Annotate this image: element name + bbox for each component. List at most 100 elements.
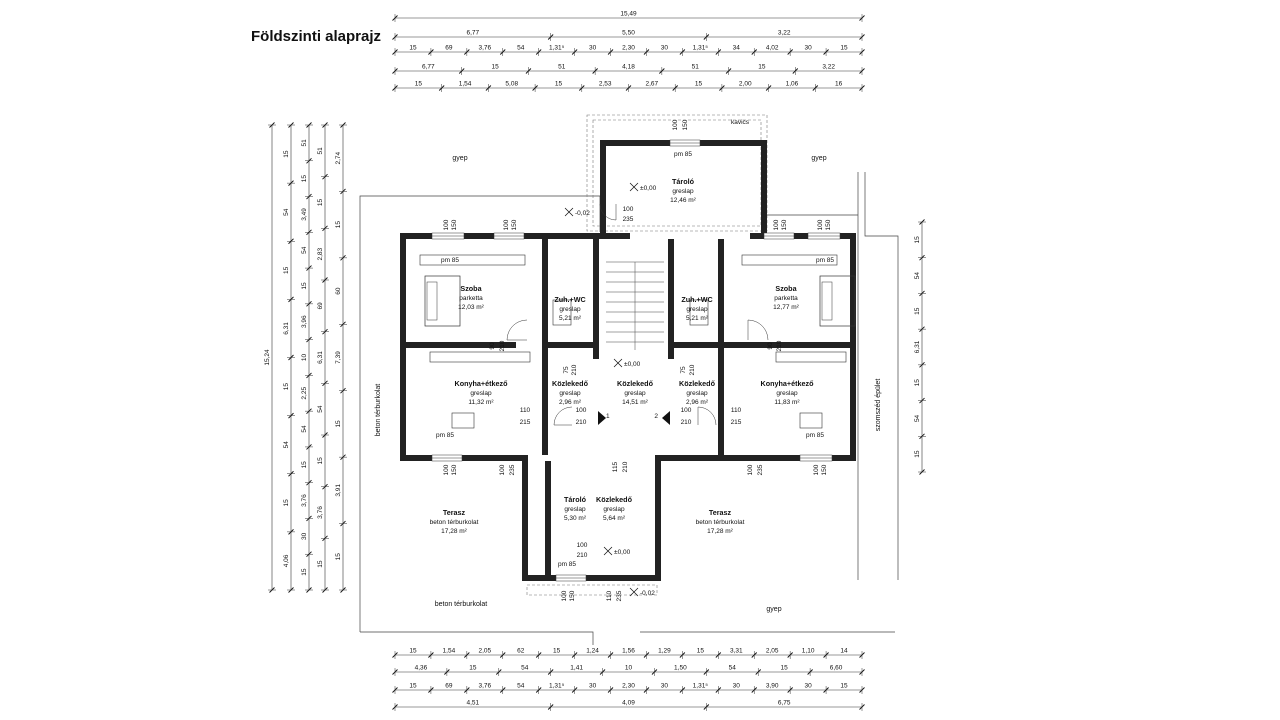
- room-area: 11,32 m²: [468, 399, 494, 406]
- dining-table: [451, 412, 475, 429]
- room-finish: greslap: [603, 506, 625, 513]
- dim-value: 15: [840, 683, 848, 690]
- dim-value: 51: [301, 139, 308, 147]
- room-area: 12,03 m²: [458, 304, 484, 311]
- site-label: gyep: [811, 155, 826, 162]
- room-finish: greslap: [672, 188, 694, 195]
- dim-value: 15: [301, 175, 308, 183]
- dim-value: 54: [317, 405, 324, 413]
- opening-dimension: 100: [443, 464, 450, 475]
- opening-dimension: 210: [499, 340, 506, 351]
- wall: [668, 239, 674, 359]
- dim-value: 30: [804, 683, 812, 690]
- opening-dimension: 235: [616, 590, 623, 601]
- dim-value: 15: [409, 45, 417, 52]
- dim-value: 2,00: [739, 81, 752, 88]
- opening-dimension: 100: [561, 590, 568, 601]
- dim-value: 6,77: [467, 30, 480, 37]
- dim-value: 3,76: [478, 45, 491, 52]
- opening-dimension: 75: [680, 366, 687, 374]
- parapet-height: pm 85: [816, 257, 834, 264]
- dim-value: 15: [283, 383, 290, 391]
- dim-value: 15: [914, 307, 921, 315]
- dim-value: 5,08: [505, 81, 518, 88]
- dim-value: 14: [840, 648, 848, 655]
- dining-table: [799, 412, 823, 429]
- opening-dimension: 215: [731, 419, 742, 426]
- level-marker: [613, 358, 623, 368]
- dim-value: 15: [840, 45, 848, 52]
- dim-value: 15: [335, 553, 342, 561]
- opening-dimension: 150: [451, 464, 458, 475]
- dim-value: 15: [317, 199, 324, 207]
- opening-dimension: 100: [773, 219, 780, 230]
- dim-value: 4,36: [415, 665, 428, 672]
- dim-value: 15: [914, 379, 921, 387]
- dim-value: 1,50: [674, 665, 687, 672]
- dim-value: 30: [733, 683, 741, 690]
- dim-value: 30: [804, 45, 812, 52]
- dim-value: 15: [553, 648, 561, 655]
- dim-value: 30: [589, 683, 597, 690]
- opening-dimension: 100: [577, 542, 588, 549]
- dim-value: 6,31: [317, 351, 324, 364]
- opening-dimension: 235: [509, 464, 516, 475]
- dim-value: 15: [758, 64, 766, 71]
- dim-value: 4,51: [467, 700, 480, 707]
- room-name: Szoba: [775, 284, 797, 293]
- dim-value: 6,75: [778, 700, 791, 707]
- opening-dimension: 90: [767, 342, 774, 350]
- opening-dimension: 100: [499, 464, 506, 475]
- opening-dimension: 210: [776, 340, 783, 351]
- dim-value: 69: [445, 45, 453, 52]
- dim-value: 2,53: [599, 81, 612, 88]
- kitchen-counter: [775, 351, 847, 363]
- staircase: [606, 261, 664, 350]
- room-finish: greslap: [564, 506, 586, 513]
- opening-dimension: 100: [623, 206, 634, 213]
- dim-value: 15,24: [264, 349, 271, 366]
- dim-value: 1,31⁵: [693, 45, 709, 52]
- neighbour-building: [864, 172, 899, 580]
- parapet-height: pm 85: [674, 151, 692, 158]
- dim-value: 10: [301, 354, 308, 362]
- door-swing: [506, 319, 528, 341]
- opening-dimension: 210: [576, 419, 587, 426]
- dim-value: 15: [695, 81, 703, 88]
- dim-value: 1,56: [622, 648, 635, 655]
- opening-dimension: 110: [731, 407, 742, 414]
- parapet-height: pm 85: [436, 432, 454, 439]
- dim-value: 3,22: [778, 30, 791, 37]
- dim-value: 3,22: [822, 64, 835, 71]
- room-name: Közlekedő: [596, 495, 633, 504]
- parapet-height: pm 85: [806, 432, 824, 439]
- room-name: Közlekedő: [679, 379, 716, 388]
- level-marker: [603, 546, 613, 556]
- dim-value: 15: [335, 420, 342, 428]
- site-label: gyep: [452, 155, 467, 162]
- dim-value: 15: [781, 665, 789, 672]
- dim-value: 15: [335, 221, 342, 229]
- room-name: Konyha+étkező: [455, 379, 509, 388]
- pillow: [426, 281, 438, 321]
- wall: [606, 233, 630, 239]
- plan-title: Földszinti alaprajz: [251, 28, 382, 45]
- dim-value: 54: [521, 665, 529, 672]
- room-area: 12,77 m²: [773, 304, 799, 311]
- wall: [542, 239, 548, 455]
- dim-value: 15: [317, 560, 324, 568]
- level-value: ±0,00: [640, 185, 657, 192]
- dim-value: 15: [697, 648, 705, 655]
- dim-value: 60: [335, 287, 342, 295]
- dim-value: 6,31: [283, 322, 290, 335]
- dim-value: 69: [445, 683, 453, 690]
- dim-value: 4,02: [766, 45, 779, 52]
- room-area: 11,83 m²: [774, 399, 800, 406]
- dim-value: 2,05: [478, 648, 491, 655]
- site-label: kavics: [731, 119, 750, 126]
- dim-value: 3,96: [301, 315, 308, 328]
- opening-dimension: 150: [682, 119, 689, 130]
- wall: [600, 140, 606, 239]
- room-area: 5,30 m²: [564, 515, 587, 522]
- site-label: szomszéd épület: [875, 379, 882, 432]
